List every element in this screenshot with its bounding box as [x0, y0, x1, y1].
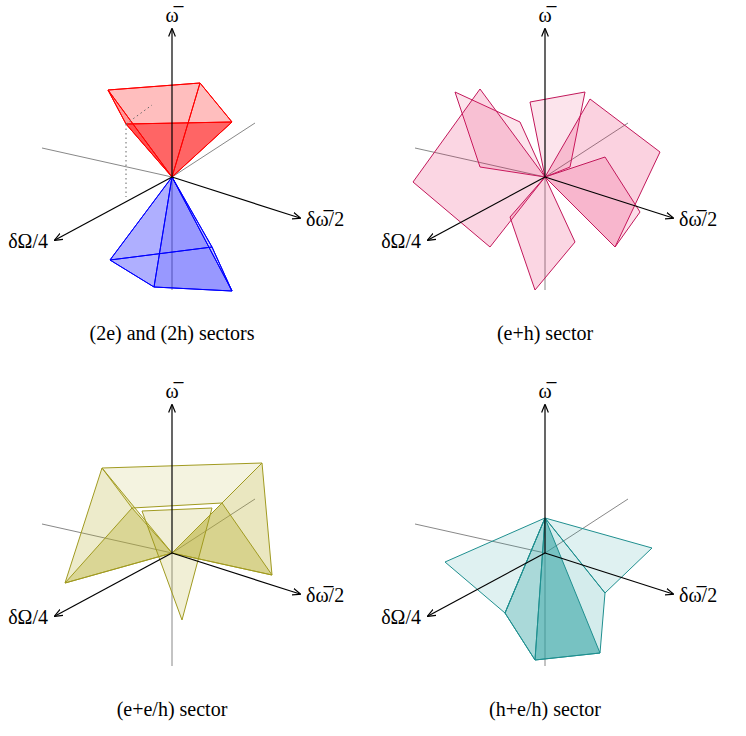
axis-label: δω̅/2 [679, 208, 717, 230]
axis-label: δΩ/4 [381, 230, 421, 252]
axis-label: ω̅ [165, 4, 178, 26]
axis-label: ω̅ [165, 380, 178, 402]
axis-label: δω̅/2 [306, 208, 344, 230]
axis-label: ω̅ [538, 380, 551, 402]
panel-2e-2h [42, 29, 300, 291]
panel-h-eh [415, 405, 673, 666]
axis-label: δΩ/4 [8, 606, 48, 628]
panel-e-eh [42, 405, 300, 666]
panel-caption: (e+h) sector [497, 322, 593, 344]
axis-label: ω̅ [538, 4, 551, 26]
panel-caption: (e+e/h) sector [117, 698, 228, 720]
panel-caption: (2e) and (2h) sectors [90, 322, 255, 344]
panel-caption: (h+e/h) sector [489, 698, 601, 720]
axis-label: δω̅/2 [679, 584, 717, 606]
axis-label: δΩ/4 [8, 230, 48, 252]
panel-e-h [413, 29, 673, 290]
axis-label: δΩ/4 [381, 606, 421, 628]
axis-label: δω̅/2 [306, 584, 344, 606]
